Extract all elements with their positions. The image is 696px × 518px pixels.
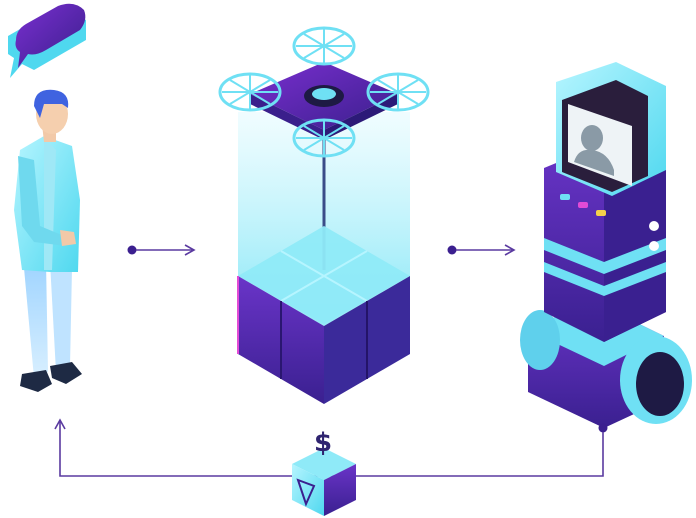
rotor [218, 72, 282, 112]
edge-drone-to-robot [447, 244, 516, 256]
speech-bubble-icon [8, 3, 86, 78]
rotor [292, 26, 356, 66]
rotor [292, 118, 356, 158]
telepresence-robot-icon [520, 62, 692, 428]
robot-wheel [520, 310, 560, 370]
dollar-sign-icon: $ [313, 428, 333, 458]
drone-delivery-icon [218, 26, 430, 404]
rotor [366, 72, 430, 112]
edge-person-to-drone [127, 244, 196, 256]
person-icon [14, 89, 82, 392]
edge-start-dot [598, 423, 608, 433]
edge-start-dot [127, 245, 137, 255]
edge-start-dot [447, 245, 457, 255]
token-cube-icon [292, 448, 356, 516]
